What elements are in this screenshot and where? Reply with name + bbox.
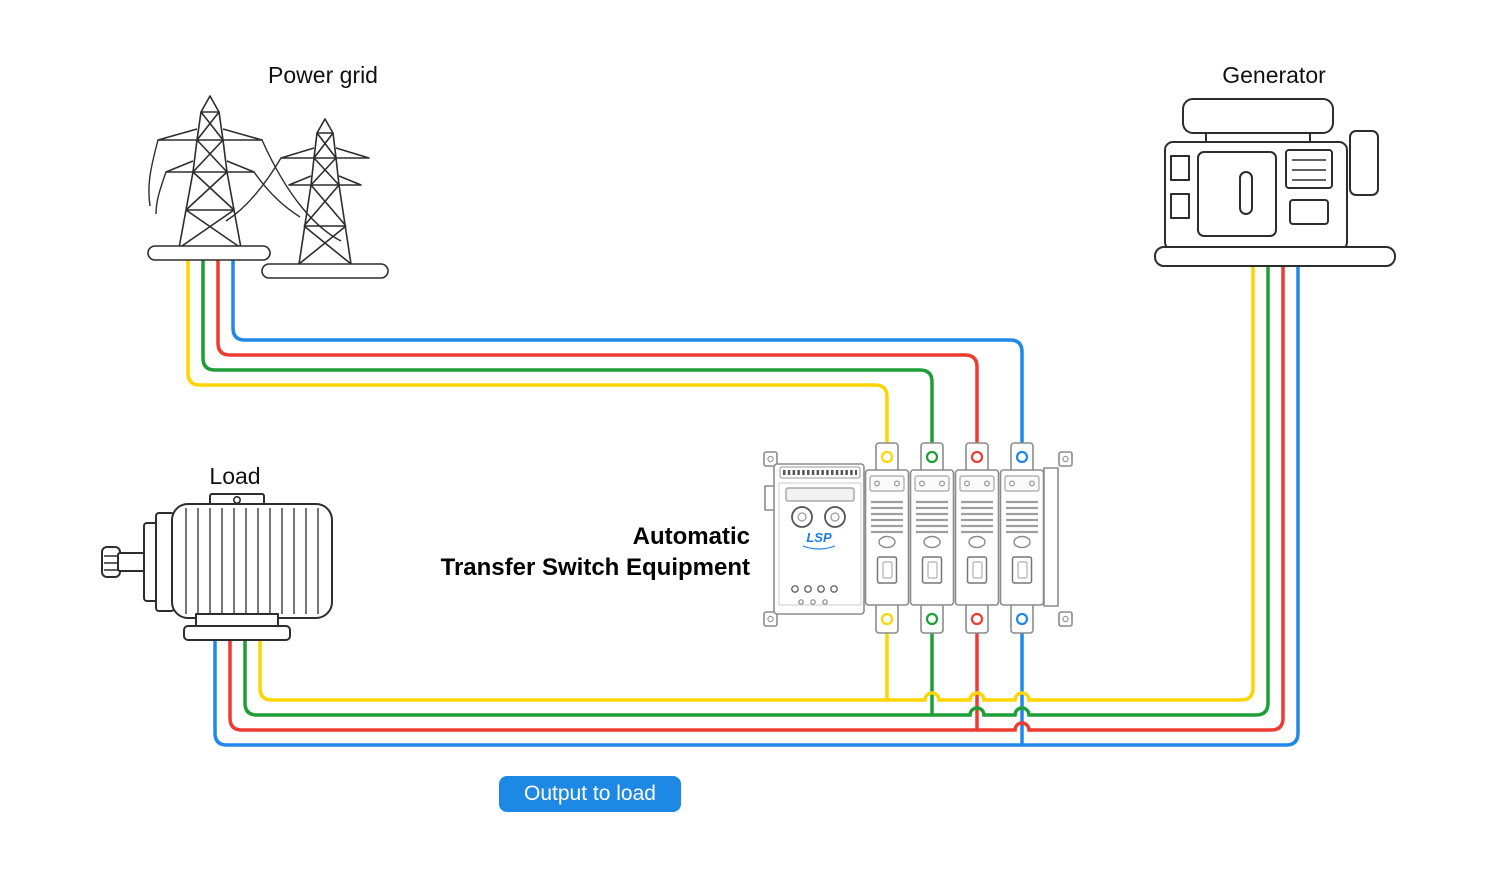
generator-icon: [1154, 98, 1396, 267]
ats-pole-1: [864, 441, 910, 635]
ats-title-line2: Transfer Switch Equipment: [440, 554, 750, 581]
ats-device-icon: LSP: [763, 441, 1073, 635]
output-to-load-badge: Output to load: [499, 776, 681, 812]
ats-title-line1: Automatic: [632, 523, 750, 550]
generator-to-load-wires: [213, 253, 1300, 747]
ats-pole-4: [999, 441, 1045, 635]
power-grid-label: Power grid: [268, 62, 378, 88]
ats-pole-2: [909, 441, 955, 635]
ats-title: Automatic Transfer Switch Equipment: [420, 521, 750, 583]
motor-icon: [101, 493, 333, 641]
generator-label: Generator: [1222, 62, 1326, 88]
ats-brand-text: LSP: [806, 530, 832, 545]
ats-output-drop-wires: [885, 617, 1024, 747]
ats-terminal-holes: [880, 450, 1029, 626]
transmission-towers-icon: [147, 95, 389, 279]
load-label: Load: [209, 463, 261, 489]
grid-to-ats-wires: [186, 248, 1024, 459]
ats-pole-3: [954, 441, 1000, 635]
